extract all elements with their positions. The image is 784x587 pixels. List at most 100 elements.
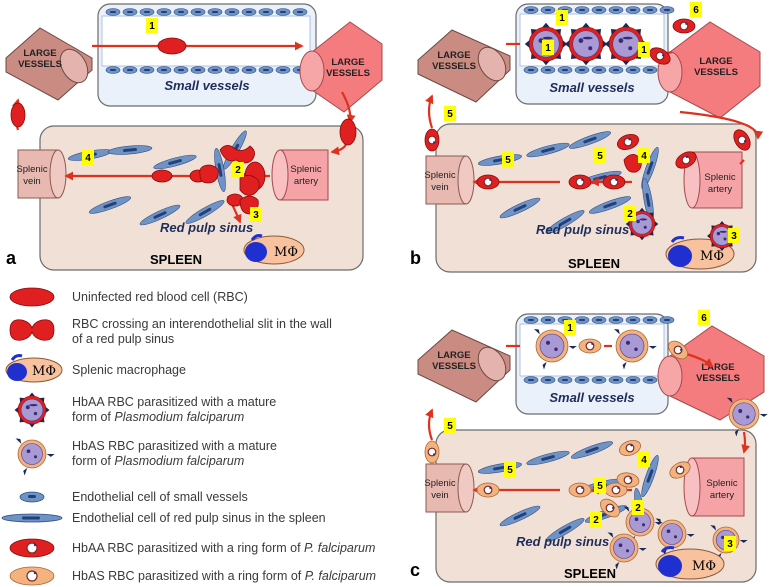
svg-text:LARGE: LARGE <box>437 350 470 361</box>
endothelial-cell <box>540 6 556 14</box>
splenic-macrophage: MΦ <box>243 234 305 265</box>
sinus-endothelial-cell <box>641 454 659 498</box>
endothelial-cell <box>540 66 556 74</box>
ring-form-rbc <box>669 461 691 479</box>
svg-text:2: 2 <box>635 503 641 514</box>
svg-text:Splenic: Splenic <box>424 478 455 489</box>
splenic-artery: Splenic artery <box>683 457 745 517</box>
svg-text:4: 4 <box>85 153 91 164</box>
endothelial-cell <box>292 8 308 16</box>
svg-text:MΦ: MΦ <box>692 559 716 574</box>
hbaa-ring-rbcs <box>424 18 751 190</box>
spleen-label: SPLEEN <box>564 566 616 581</box>
svg-text:form of Plasmodium falciparum: form of Plasmodium falciparum <box>72 410 244 424</box>
panel-c: Small vessels LARGE VESSELS LARGE VESSEL… <box>410 310 768 583</box>
endothelial-cell <box>642 66 658 74</box>
svg-text:MΦ: MΦ <box>32 364 56 379</box>
number-badge: 2 <box>624 206 636 221</box>
number-badge: 5 <box>444 106 456 121</box>
svg-text:artery: artery <box>710 490 735 501</box>
hbas-ring-rbcs <box>424 338 691 518</box>
small-vessels-label: Small vessels <box>164 78 249 93</box>
ring-form-rbc <box>424 440 440 464</box>
endothelial-cell <box>190 8 206 16</box>
number-badge: 6 <box>690 2 702 17</box>
svg-text:vein: vein <box>431 182 448 193</box>
number-badge: 1 <box>638 42 650 57</box>
legend-item-hbaa-mature: HbAA RBC parasitized with a mature form … <box>14 392 276 428</box>
svg-text:MΦ: MΦ <box>700 249 724 264</box>
svg-text:2: 2 <box>235 165 241 176</box>
hbaa-mature-rbc <box>604 22 648 66</box>
hbaa-mature-rbc <box>625 207 659 241</box>
legend-item-endothelial-sinus: Endothelial cell of red pulp sinus in th… <box>1 511 326 525</box>
ring-form-rbc <box>649 47 671 65</box>
large-vessels-right: LARGE VESSELS <box>657 325 765 421</box>
legend-item-rbc-crossing-slit: RBC crossing an interendothelial slit in… <box>9 317 332 346</box>
sinus-endothelial-cell <box>139 204 181 226</box>
svg-text:LARGE: LARGE <box>701 362 734 373</box>
svg-text:5: 5 <box>597 481 603 492</box>
number-badge: 3 <box>728 228 740 243</box>
endothelial-cell <box>275 8 291 16</box>
svg-text:VESSELS: VESSELS <box>432 61 476 72</box>
small-vessel-lumen <box>101 15 311 67</box>
ring-form-rbc <box>616 472 640 488</box>
ring-form-rbc <box>675 151 697 169</box>
ring-form-rbc <box>568 482 592 498</box>
endothelial-cell <box>591 376 607 384</box>
ring-form-rbc <box>476 482 500 498</box>
number-badge: 5 <box>504 462 516 477</box>
hbas-mature-rbc <box>15 438 55 476</box>
number-badge: 4 <box>82 150 94 165</box>
endothelial-cell <box>591 316 607 324</box>
endothelial-cell <box>241 66 257 74</box>
red-pulp-label: Red pulp sinus <box>536 222 629 237</box>
number-badge: 4 <box>638 452 650 467</box>
svg-text:of a red pulp sinus: of a red pulp sinus <box>72 332 174 346</box>
sinus-endothelial-cell <box>526 142 570 158</box>
sinus-endothelial-cell <box>185 200 225 224</box>
ring-form-rbc <box>600 498 620 518</box>
number-badge: 1 <box>146 18 158 33</box>
endothelial-cell <box>156 66 172 74</box>
svg-text:Splenic: Splenic <box>704 172 735 183</box>
endothelial-cell <box>139 8 155 16</box>
number-badges: 1 2 3 4 <box>82 18 262 222</box>
svg-text:5: 5 <box>447 421 453 432</box>
endothelial-cell <box>642 376 658 384</box>
endothelial-cell <box>105 8 121 16</box>
svg-text:5: 5 <box>447 109 453 120</box>
endothelial-cell <box>224 66 240 74</box>
endothelial-cell <box>574 66 590 74</box>
ring-form-rbc <box>668 340 688 360</box>
svg-text:form of Plasmodium falciparum: form of Plasmodium falciparum <box>72 454 244 468</box>
endothelial-cell <box>642 6 658 14</box>
endothelial-cell <box>608 316 624 324</box>
panel-letter-b: b <box>410 248 421 268</box>
svg-text:VESSELS: VESSELS <box>696 373 740 384</box>
svg-text:Endothelial cell of small vess: Endothelial cell of small vessels <box>72 490 248 504</box>
svg-text:VESSELS: VESSELS <box>432 361 476 372</box>
svg-text:vein: vein <box>431 490 448 501</box>
endothelial-cell <box>591 66 607 74</box>
ring-form-rbc <box>733 129 751 151</box>
splenic-vein: Splenic vein <box>424 463 475 513</box>
svg-text:LARGE: LARGE <box>437 50 470 61</box>
svg-text:artery: artery <box>294 176 319 187</box>
sinus-endothelial-cell <box>545 210 585 234</box>
ring-form-rbc <box>568 174 592 190</box>
endothelial-cell <box>241 8 257 16</box>
ring-form-rbc <box>618 440 642 456</box>
endothelial-cell <box>207 66 223 74</box>
large-vessels-left: LARGE VESSELS <box>5 27 93 101</box>
endothelial-cell <box>625 6 641 14</box>
number-badge: 3 <box>724 536 736 551</box>
svg-text:3: 3 <box>731 231 737 242</box>
endothelial-cell <box>258 8 274 16</box>
svg-text:3: 3 <box>253 210 259 221</box>
small-vessel-endothelium <box>105 8 308 74</box>
spleen-label: SPLEEN <box>150 252 202 267</box>
